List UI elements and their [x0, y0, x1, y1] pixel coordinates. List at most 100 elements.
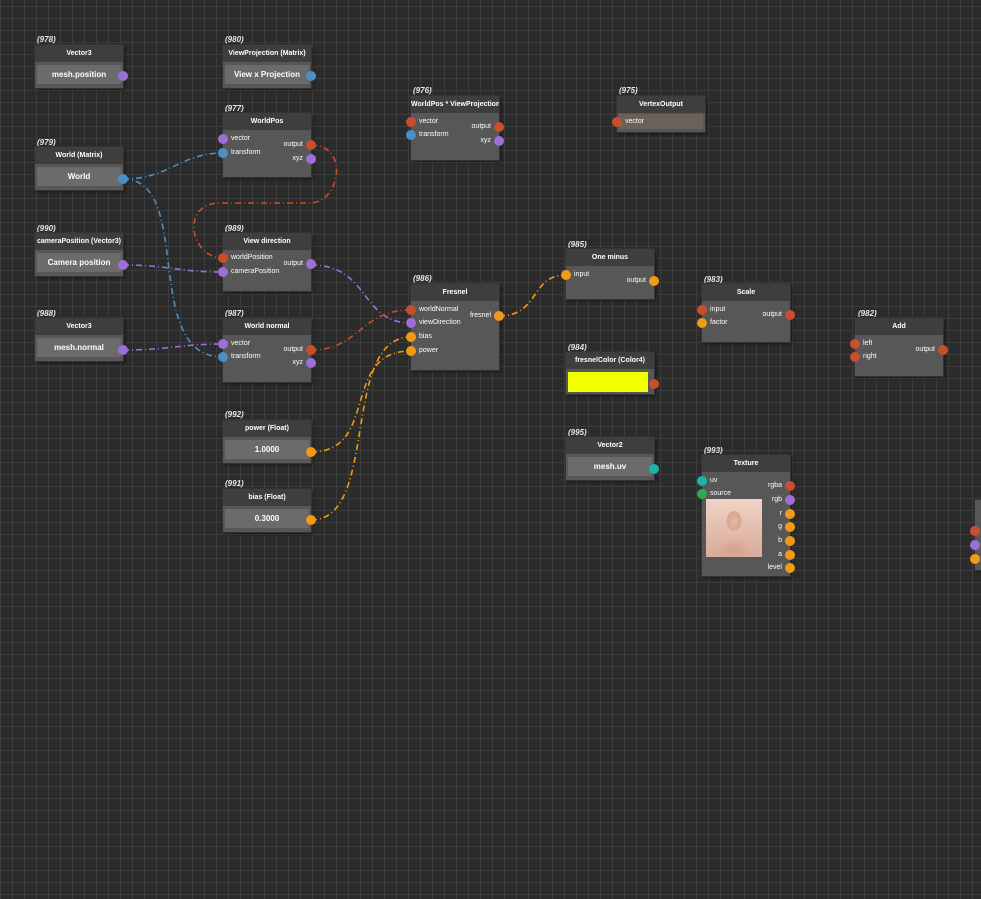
output-port[interactable]: [118, 345, 128, 355]
input-port[interactable]: [697, 305, 707, 315]
view-direction-node[interactable]: View direction worldPosition cameraPosit…: [223, 233, 311, 291]
output-port[interactable]: [306, 345, 316, 355]
output-xyz[interactable]: xyz: [293, 356, 312, 370]
input-port[interactable]: [406, 332, 416, 342]
input-viewdirection[interactable]: viewDirection: [411, 316, 461, 330]
node-title[interactable]: VertexOutput: [617, 96, 705, 113]
output-port[interactable]: [785, 495, 795, 505]
fresnel-color-node[interactable]: fresnelColor (Color4): [566, 352, 654, 394]
input-right[interactable]: right: [855, 350, 877, 364]
output-level[interactable]: level: [768, 561, 790, 575]
node-title[interactable]: Scale: [702, 284, 790, 301]
node-title[interactable]: World (Matrix): [35, 147, 123, 164]
output-port[interactable]: [118, 260, 128, 270]
add-node[interactable]: Add left right output: [855, 318, 943, 376]
node-title[interactable]: Vector2: [566, 437, 654, 454]
input-port[interactable]: [218, 352, 228, 362]
output-port[interactable]: [306, 154, 316, 164]
output-rgb[interactable]: rgb: [772, 493, 790, 507]
input-port[interactable]: [970, 526, 980, 536]
input-port[interactable]: [406, 130, 416, 140]
input-port[interactable]: [218, 339, 228, 349]
vector2-uv-node[interactable]: Vector2 mesh.uv: [566, 437, 654, 480]
output-output[interactable]: output: [472, 120, 499, 134]
output-port[interactable]: [494, 311, 504, 321]
output-port[interactable]: [494, 122, 504, 132]
offscreen-node-edge[interactable]: [975, 500, 981, 570]
input-vector[interactable]: vector: [411, 115, 438, 129]
node-title[interactable]: One minus: [566, 249, 654, 266]
node-title[interactable]: Vector3: [35, 318, 123, 335]
input-transform[interactable]: transform: [223, 350, 261, 364]
bias-float-node[interactable]: bias (Float) 0.3000: [223, 489, 311, 532]
vector3-normal-node[interactable]: Vector3 mesh.normal: [35, 318, 123, 361]
node-title[interactable]: fresnelColor (Color4): [566, 352, 654, 369]
output-port[interactable]: [306, 259, 316, 269]
input-port[interactable]: [218, 253, 228, 263]
input-port[interactable]: [697, 489, 707, 499]
output-xyz[interactable]: xyz: [481, 134, 500, 148]
output-output[interactable]: output: [916, 343, 943, 357]
input-vector[interactable]: vector: [223, 132, 250, 146]
node-title[interactable]: ViewProjection (Matrix): [223, 45, 311, 62]
input-vector[interactable]: vector: [617, 115, 644, 129]
output-port[interactable]: [785, 536, 795, 546]
node-title[interactable]: WorldPos * ViewProjectionT: [411, 96, 499, 113]
input-port[interactable]: [406, 117, 416, 127]
input-power[interactable]: power: [411, 344, 438, 358]
vector3-position-node[interactable]: Vector3 mesh.position: [35, 45, 123, 88]
input-port[interactable]: [406, 318, 416, 328]
output-port[interactable]: [306, 447, 316, 457]
input-worldnormal[interactable]: worldNormal: [411, 303, 458, 317]
output-port[interactable]: [306, 71, 316, 81]
output-port[interactable]: [649, 379, 659, 389]
input-port[interactable]: [218, 267, 228, 277]
world-matrix-node[interactable]: World (Matrix) World: [35, 147, 123, 190]
input-transform[interactable]: transform: [223, 146, 261, 160]
output-xyz[interactable]: xyz: [293, 152, 312, 166]
node-title[interactable]: Texture: [702, 455, 790, 472]
output-port[interactable]: [785, 522, 795, 532]
one-minus-node[interactable]: One minus input output: [566, 249, 654, 299]
input-port[interactable]: [970, 540, 980, 550]
input-port[interactable]: [612, 117, 622, 127]
node-title[interactable]: WorldPos: [223, 113, 311, 130]
input-input[interactable]: input: [702, 303, 725, 317]
output-port[interactable]: [118, 71, 128, 81]
node-value[interactable]: mesh.normal: [37, 338, 121, 357]
output-port[interactable]: [306, 358, 316, 368]
output-port[interactable]: [306, 140, 316, 150]
output-port[interactable]: [785, 481, 795, 491]
input-factor[interactable]: factor: [702, 316, 728, 330]
power-float-node[interactable]: power (Float) 1.0000: [223, 420, 311, 463]
color-swatch[interactable]: [568, 372, 648, 392]
scale-node[interactable]: Scale input factor output: [702, 284, 790, 342]
node-value[interactable]: 1.0000: [225, 440, 309, 459]
input-port[interactable]: [561, 270, 571, 280]
output-output[interactable]: output: [284, 343, 311, 357]
output-b[interactable]: b: [778, 534, 790, 548]
node-title[interactable]: Add: [855, 318, 943, 335]
input-cameraposition[interactable]: cameraPosition: [223, 265, 279, 279]
texture-node[interactable]: Texture uv source rgba rgb r g b a level: [702, 455, 790, 576]
world-normal-node[interactable]: World normal vector transform output xyz: [223, 318, 311, 382]
input-input[interactable]: input: [566, 268, 589, 282]
fresnel-node[interactable]: Fresnel worldNormal viewDirection bias p…: [411, 284, 499, 370]
output-r[interactable]: r: [780, 507, 790, 521]
input-port[interactable]: [218, 148, 228, 158]
node-title[interactable]: bias (Float): [223, 489, 311, 506]
input-uv[interactable]: uv: [702, 474, 717, 488]
output-output[interactable]: output: [627, 274, 654, 288]
output-port[interactable]: [649, 276, 659, 286]
worldpos-viewprojection-node[interactable]: WorldPos * ViewProjectionT vector transf…: [411, 96, 499, 160]
node-title[interactable]: power (Float): [223, 420, 311, 437]
output-output[interactable]: output: [284, 257, 311, 271]
node-value[interactable]: World: [37, 167, 121, 186]
input-port[interactable]: [697, 476, 707, 486]
output-port[interactable]: [785, 550, 795, 560]
output-port[interactable]: [938, 345, 948, 355]
output-port[interactable]: [649, 464, 659, 474]
input-left[interactable]: left: [855, 337, 872, 351]
input-port[interactable]: [218, 134, 228, 144]
output-port[interactable]: [118, 174, 128, 184]
